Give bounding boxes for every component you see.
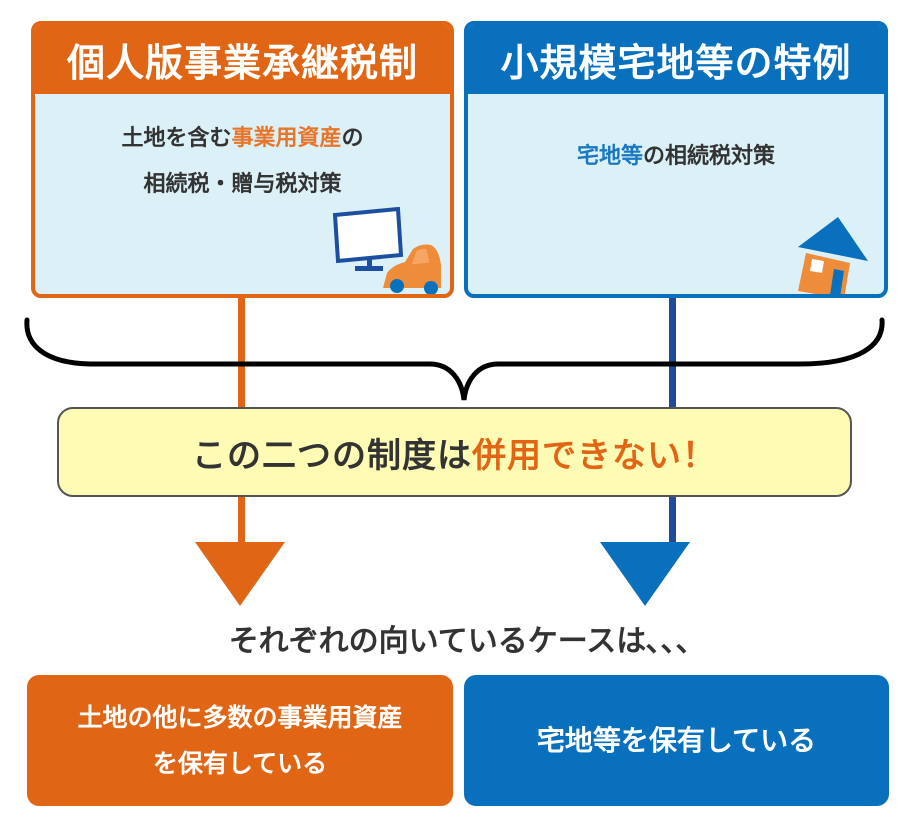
result-line-1: 土地の他に多数の事業用資産 [77,702,403,732]
card-small-residential-land: 小規模宅地等の特例 宅地等の相続税対策 [464,21,888,298]
connector-line-left-top [238,296,245,409]
description-line-1: 宅地等の相続税対策 [468,134,884,180]
result-line-2: を保有している [152,748,328,778]
monitor-icon [332,207,404,271]
card-title-business-succession: 個人版事業承継税制 [35,25,450,94]
text-plain: の相続税対策 [643,144,776,169]
connector-line-right-top [669,296,676,409]
curly-brace [24,317,885,401]
card-description-small-residential-land: 宅地等の相続税対策 [468,94,884,180]
text-highlight: 宅地等 [576,144,643,169]
notice-highlight: 併用できない！ [472,435,717,476]
notice-cannot-combine: この二つの制度は併用できない！ [57,407,852,497]
card-business-succession: 個人版事業承継税制 土地を含む事業用資産の 相続税・贈与税対策 [31,21,454,298]
monitor-car-illustration [332,207,441,294]
result-text: 宅地等を保有している [536,723,817,757]
card-description-business-succession: 土地を含む事業用資産の 相続税・贈与税対策 [35,94,450,208]
result-business-assets: 土地の他に多数の事業用資産 を保有している [27,675,453,806]
connector-line-left-bottom [238,495,245,545]
description-line-2: 相続税・贈与税対策 [143,172,342,197]
car-icon [383,244,441,294]
description-line-1: 土地を含む事業用資産の [35,116,450,162]
suitable-cases-caption: それぞれの向いているケースは､､､ [228,624,692,659]
result-residential-land: 宅地等を保有している [464,675,889,806]
arrow-down-blue-icon [600,542,690,606]
connector-line-right-bottom [669,495,676,545]
text-plain: の [341,126,364,151]
text-plain: 土地を含む [121,126,232,151]
arrow-down-orange-icon [195,542,285,606]
card-title-small-residential-land: 小規模宅地等の特例 [468,25,884,94]
text-highlight: 事業用資産 [231,126,342,151]
notice-text: この二つの制度は [192,435,472,476]
house-icon [798,217,868,294]
